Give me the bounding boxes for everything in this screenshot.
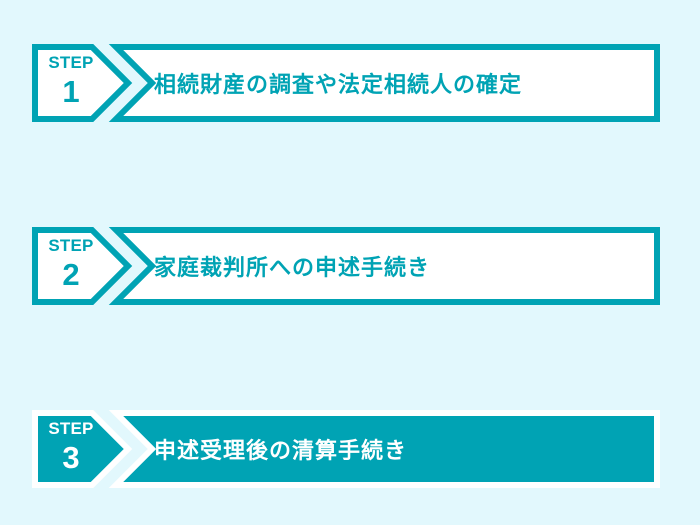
step-2-shape (32, 227, 660, 305)
step-3-badge (32, 410, 133, 488)
step-1-badge (32, 44, 133, 122)
step-row-1: STEP 1 相続財産の調査や法定相続人の確定 (32, 44, 660, 122)
step-2-badge (32, 227, 133, 305)
step-2-panel (108, 227, 660, 305)
step-3-title: 申述受理後の清算手続き (154, 438, 408, 463)
step-1-title: 相続財産の調査や法定相続人の確定 (154, 72, 523, 97)
step-2-step-word: STEP (48, 236, 94, 255)
step-3-panel (108, 410, 660, 488)
step-2-title: 家庭裁判所への申述手続き (154, 255, 431, 280)
step-2-number: 2 (62, 257, 80, 292)
step-row-2: STEP 2 家庭裁判所への申述手続き (32, 227, 660, 305)
step-1-number: 1 (62, 74, 80, 109)
step-row-3: STEP 3 申述受理後の清算手続き (32, 410, 660, 488)
step-3-step-word: STEP (48, 419, 94, 438)
step-1-step-word: STEP (48, 53, 94, 72)
step-1-shape (32, 44, 660, 122)
step-1-panel (108, 44, 660, 122)
step-3-shape (32, 410, 660, 488)
step-3-number: 3 (62, 440, 80, 475)
